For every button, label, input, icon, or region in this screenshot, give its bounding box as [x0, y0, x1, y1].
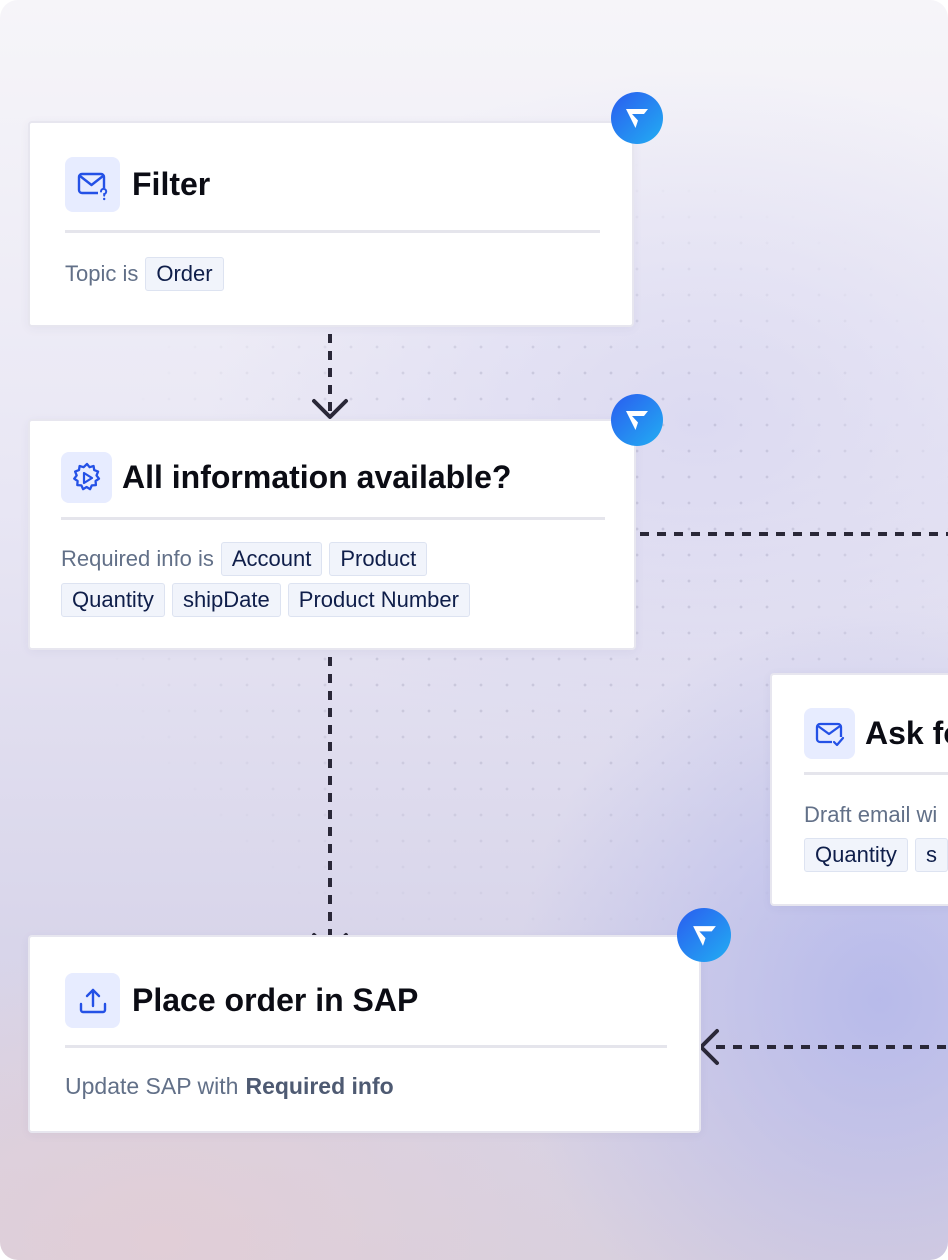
node-place-order-prefix: Update SAP with: [65, 1073, 239, 1099]
upload-icon: [65, 973, 120, 1028]
chip-quantity: Quantity: [804, 838, 908, 872]
node-filter-title: Filter: [132, 166, 211, 202]
node-filter-prefix: Topic is: [65, 261, 139, 286]
chip-quantity: Quantity: [61, 583, 165, 617]
node-ask-body: Draft email wi: [804, 802, 937, 828]
email-question-icon: [65, 157, 120, 212]
node-ask-title: Ask fo: [865, 715, 948, 751]
node-filter[interactable]: Filter Topic is Order: [28, 121, 634, 327]
node-filter-divider: [65, 230, 600, 233]
node-place-order-header: Place order in SAP: [65, 973, 418, 1028]
node-place-order-title: Place order in SAP: [132, 982, 419, 1018]
node-ask-divider: [804, 772, 948, 775]
node-place-order-divider: [65, 1045, 667, 1048]
brand-logo-icon: [611, 394, 663, 446]
chip-truncated: s: [914, 838, 948, 872]
gear-play-icon: [61, 452, 112, 503]
brand-logo-icon: [677, 908, 731, 962]
node-ask[interactable]: Ask fo Draft email wi Quantity s: [770, 673, 948, 906]
node-check-divider: [61, 517, 605, 520]
brand-logo-icon: [611, 92, 663, 144]
chip-shipdate: shipDate: [171, 583, 281, 617]
node-place-order-bold: Required info: [245, 1073, 394, 1099]
node-filter-condition: Topic is Order: [65, 257, 231, 291]
node-check-row2: Quantity shipDate Product Number: [61, 583, 477, 617]
node-ask-header: Ask fo: [804, 708, 948, 759]
chip-account: Account: [220, 542, 323, 576]
node-ask-chips: Quantity s: [804, 838, 948, 872]
node-check-row1: Required info is Account Product: [61, 542, 434, 576]
node-check-title: All information available?: [122, 459, 512, 495]
arrowhead-place-order-left: [699, 1029, 719, 1065]
chip-product-number: Product Number: [287, 583, 470, 617]
chip-product: Product: [329, 542, 428, 576]
arrowhead-check: [312, 399, 348, 419]
node-filter-header: Filter: [65, 157, 210, 212]
node-check[interactable]: All information available? Required info…: [28, 419, 636, 650]
chip-topic: Order: [145, 257, 224, 291]
email-check-icon: [804, 708, 855, 759]
node-check-prefix: Required info is: [61, 546, 214, 571]
node-place-order[interactable]: Place order in SAP Update SAP with Requi…: [28, 935, 701, 1133]
node-check-header: All information available?: [61, 452, 511, 503]
node-ask-prefix: Draft email wi: [804, 802, 938, 827]
node-place-order-body: Update SAP with Required info: [65, 1073, 394, 1100]
